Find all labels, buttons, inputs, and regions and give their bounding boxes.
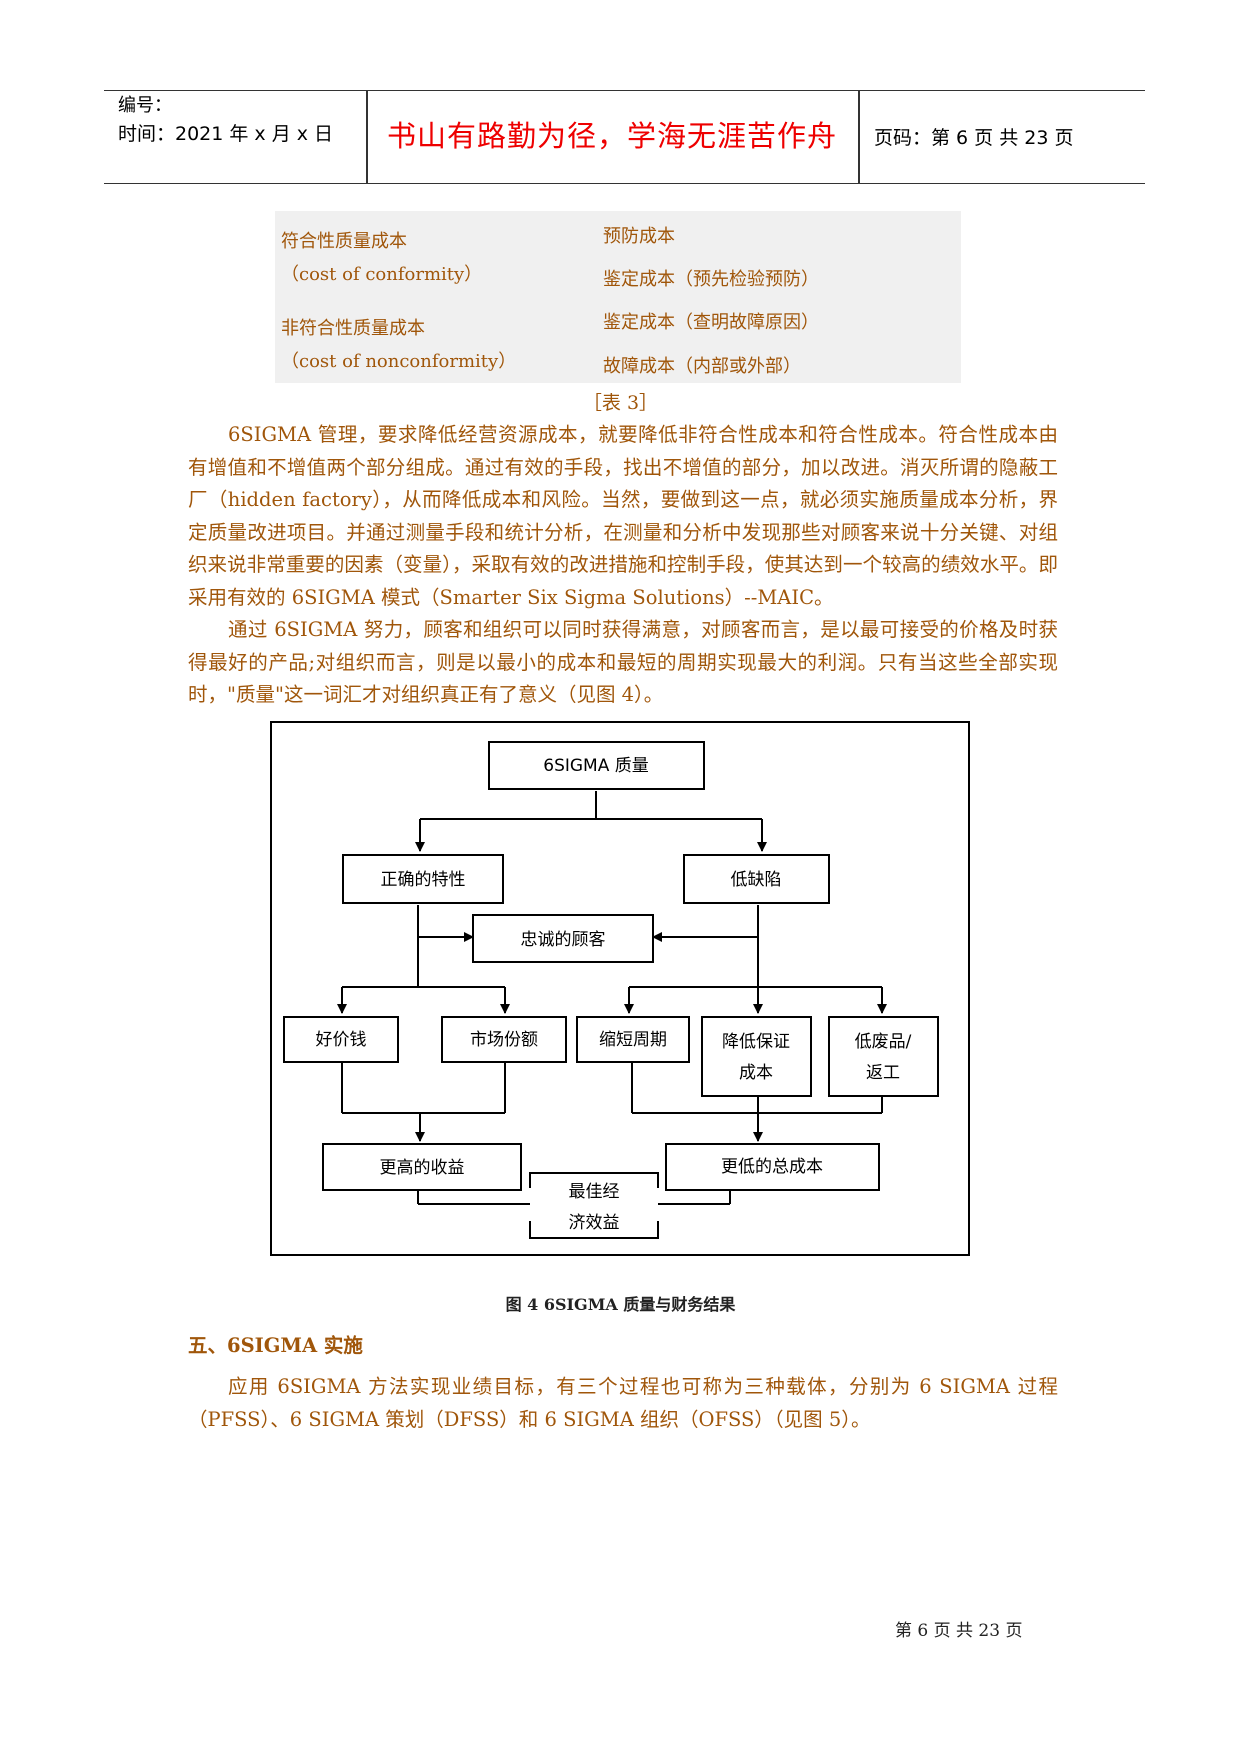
node-loyal-customer: 忠诚的顾客	[521, 930, 606, 950]
box-higher-revenue	[322, 1143, 522, 1191]
paragraph-implementation: 应用 6SIGMA 方法实现业绩目标，有三个过程也可称为三种载体，分别为 6 S…	[188, 1375, 1058, 1431]
node-low-defects: 低缺陷	[731, 870, 782, 890]
page-footer: 第 6 页 共 23 页	[895, 1621, 1023, 1641]
node-lower-warranty-line1: 降低保证	[722, 1032, 790, 1052]
box-6sigma-quality	[488, 741, 705, 790]
node-best-benefit-line1: 最佳经	[569, 1182, 620, 1202]
prevention-cost: 预防成本	[603, 226, 675, 247]
box-good-price	[283, 1016, 399, 1063]
node-higher-revenue: 更高的收益	[380, 1158, 465, 1178]
node-6sigma-quality: 6SIGMA 质量	[543, 756, 649, 776]
header-divider	[858, 91, 860, 183]
header-page-number: 页码：第 6 页 共 23 页	[874, 127, 1074, 149]
box-lower-warranty	[701, 1016, 812, 1097]
conformity-cost-label: 符合性质量成本	[281, 231, 407, 252]
quality-finance-diagram: 6SIGMA 质量 正确的特性 低缺陷 忠诚的顾客 好价钱 市场份额 缩短周期 …	[270, 721, 970, 1256]
failure-cost: 故障成本（内部或外部）	[603, 356, 801, 377]
node-good-price: 好价钱	[316, 1030, 367, 1050]
box-low-defects	[683, 854, 830, 904]
paragraph-satisfaction: 通过 6SIGMA 努力，顾客和组织可以同时获得满意，对顾客而言，是以最可接受的…	[188, 618, 1058, 706]
nonconformity-cost-label: 非符合性质量成本	[281, 318, 425, 339]
appraisal-cost-prevent: 鉴定成本（预先检验预防）	[603, 269, 819, 290]
box-short-cycle	[576, 1016, 690, 1063]
page-header: 编号： 时间：2021 年 x 月 x 日 书山有路勤为径，学海无涯苦作舟 页码…	[104, 90, 1145, 184]
box-loyal-customer	[472, 914, 654, 963]
appraisal-cost-cause: 鉴定成本（查明故障原因）	[603, 312, 819, 333]
header-divider	[366, 91, 368, 183]
box-low-scrap	[828, 1016, 939, 1097]
figure-caption: 图 4 6SIGMA 质量与财务结果	[505, 1295, 736, 1314]
node-lower-total-cost: 更低的总成本	[721, 1157, 823, 1177]
node-lower-warranty-line2: 成本	[739, 1063, 773, 1083]
box-correct-features	[342, 854, 504, 904]
table-caption: ［表 3］	[582, 392, 659, 414]
box-lower-total-cost	[665, 1143, 880, 1191]
document-date: 时间：2021 年 x 月 x 日	[118, 123, 334, 145]
node-best-benefit-line2: 济效益	[569, 1213, 620, 1233]
quality-cost-table: 符合性质量成本 （cost of conformity） 非符合性质量成本 （c…	[275, 211, 961, 383]
section-heading: 五、6SIGMA 实施	[188, 1334, 363, 1357]
node-low-scrap-line1: 低废品/	[855, 1032, 912, 1052]
nonconformity-cost-english: （cost of nonconformity）	[281, 351, 517, 372]
conformity-cost-english: （cost of conformity）	[281, 264, 483, 285]
node-correct-features: 正确的特性	[381, 870, 466, 890]
document-number: 编号：	[118, 95, 172, 116]
header-motto: 书山有路勤为径，学海无涯苦作舟	[386, 119, 837, 153]
node-short-cycle: 缩短周期	[599, 1030, 667, 1050]
box-market-share	[441, 1016, 567, 1063]
node-low-scrap-line2: 返工	[866, 1063, 900, 1083]
paragraph-quality-cost: 6SIGMA 管理，要求降低经营资源成本，就要降低非符合性成本和符合性成本。符合…	[188, 423, 1058, 609]
node-market-share: 市场份额	[470, 1030, 538, 1050]
